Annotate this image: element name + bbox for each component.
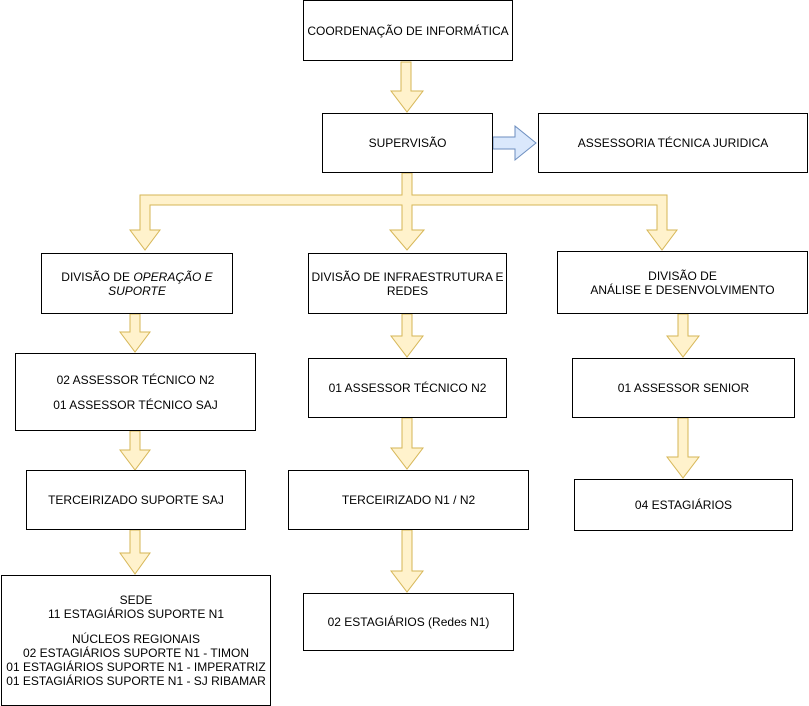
box-coordenacao: COORDENAÇÃO DE INFORMÁTICA [303,0,513,61]
box-estagiarios-redes: 02 ESTAGIÁRIOS (Redes N1) [303,593,514,651]
estagiarios-redes-label: 02 ESTAGIÁRIOS (Redes N1) [327,615,490,629]
supervisao-label: SUPERVISÃO [368,136,447,150]
box-terceirizado-n1n2: TERCEIRIZADO N1 / N2 [288,470,529,530]
terc-saj-label: TERCEIRIZADO SUPORTE SAJ [48,493,224,507]
div-operacao-italic2: SUPORTE [108,283,166,298]
box-assessor-senior: 01 ASSESSOR SENIOR [572,358,795,418]
box-assessoria-juridica: ASSESSORIA TÉCNICA JURIDICA [538,113,808,173]
div-operacao-prefix: DIVISÃO DE [61,269,134,284]
div-operacao-italic1: OPERAÇÃO E [133,269,213,284]
nucleos-title: NÚCLEOS REGIONAIS [71,632,201,646]
assessor-senior-label: 01 ASSESSOR SENIOR [617,381,750,395]
arrow-analise-senior [665,313,701,358]
box-divisao-operacao: DIVISÃO DE OPERAÇÃO E SUPORTE [41,253,233,314]
nucleo-timon: 02 ESTAGIÁRIOS SUPORTE N1 - TIMON [22,646,250,660]
assessoria-label: ASSESSORIA TÉCNICA JURIDICA [577,136,769,150]
box-assessor-n2-saj: 02 ASSESSOR TÉCNICO N2 01 ASSESSOR TÉCNI… [15,353,256,431]
assessor-n2-label: 01 ASSESSOR TÉCNICO N2 [328,381,487,395]
arrow-assessor-terc-saj [119,430,151,471]
box-divisao-infra: DIVISÃO DE INFRAESTRUTURA E REDES [308,253,507,314]
arrow-infra-assessor [389,313,425,358]
box-estagiarios-analise: 04 ESTAGIÁRIOS [574,479,793,531]
terc-n1n2-label: TERCEIRIZADO N1 / N2 [341,493,476,507]
estagiarios-analise-label: 04 ESTAGIÁRIOS [634,498,733,512]
arrow-assessor-terc-n1n2 [389,417,425,470]
div-analise-line2: ANÁLISE E DESENVOLVIMENTO [590,282,775,297]
sede-title: SEDE [119,593,153,607]
box-assessor-n2: 01 ASSESSOR TÉCNICO N2 [308,358,507,418]
nucleo-imperatriz: 01 ESTAGIÁRIOS SUPORTE N1 - IMPERATRIZ [6,660,266,674]
div-operacao-line1: DIVISÃO DE OPERAÇÃO E [61,270,212,284]
assessor-n2-line: 02 ASSESSOR TÉCNICO N2 [56,372,215,387]
arrow-senior-estagiarios [665,417,701,479]
sede-estagiarios: 11 ESTAGIÁRIOS SUPORTE N1 [47,607,225,621]
div-analise-line1: DIVISÃO DE [648,268,717,283]
arrow-terc-n1n2-estagiarios [389,529,425,593]
box-divisao-analise: DIVISÃO DE ANÁLISE E DESENVOLVIMENTO [557,251,808,314]
box-sede: SEDE 11 ESTAGIÁRIOS SUPORTE N1 NÚCLEOS R… [1,575,271,706]
arrow-terc-saj-sede [119,529,151,575]
coordenacao-label: COORDENAÇÃO DE INFORMÁTICA [307,23,509,38]
div-infra-line2: REDES [386,283,429,298]
box-supervisao: SUPERVISÃO [322,113,493,173]
arrow-supervisao-divisoes [129,172,678,251]
nucleo-sj-ribamar: 01 ESTAGIÁRIOS SUPORTE N1 - SJ RIBAMAR [6,674,266,688]
div-infra-line1: DIVISÃO DE INFRAESTRUTURA E [311,269,504,284]
arrow-operacao-assessor [119,313,151,353]
arrow-coordenacao-supervisao [389,61,425,113]
assessor-saj-line: 01 ASSESSOR TÉCNICO SAJ [53,397,218,412]
arrow-supervisao-assessoria [492,124,537,162]
box-terceirizado-saj: TERCEIRIZADO SUPORTE SAJ [26,470,246,530]
